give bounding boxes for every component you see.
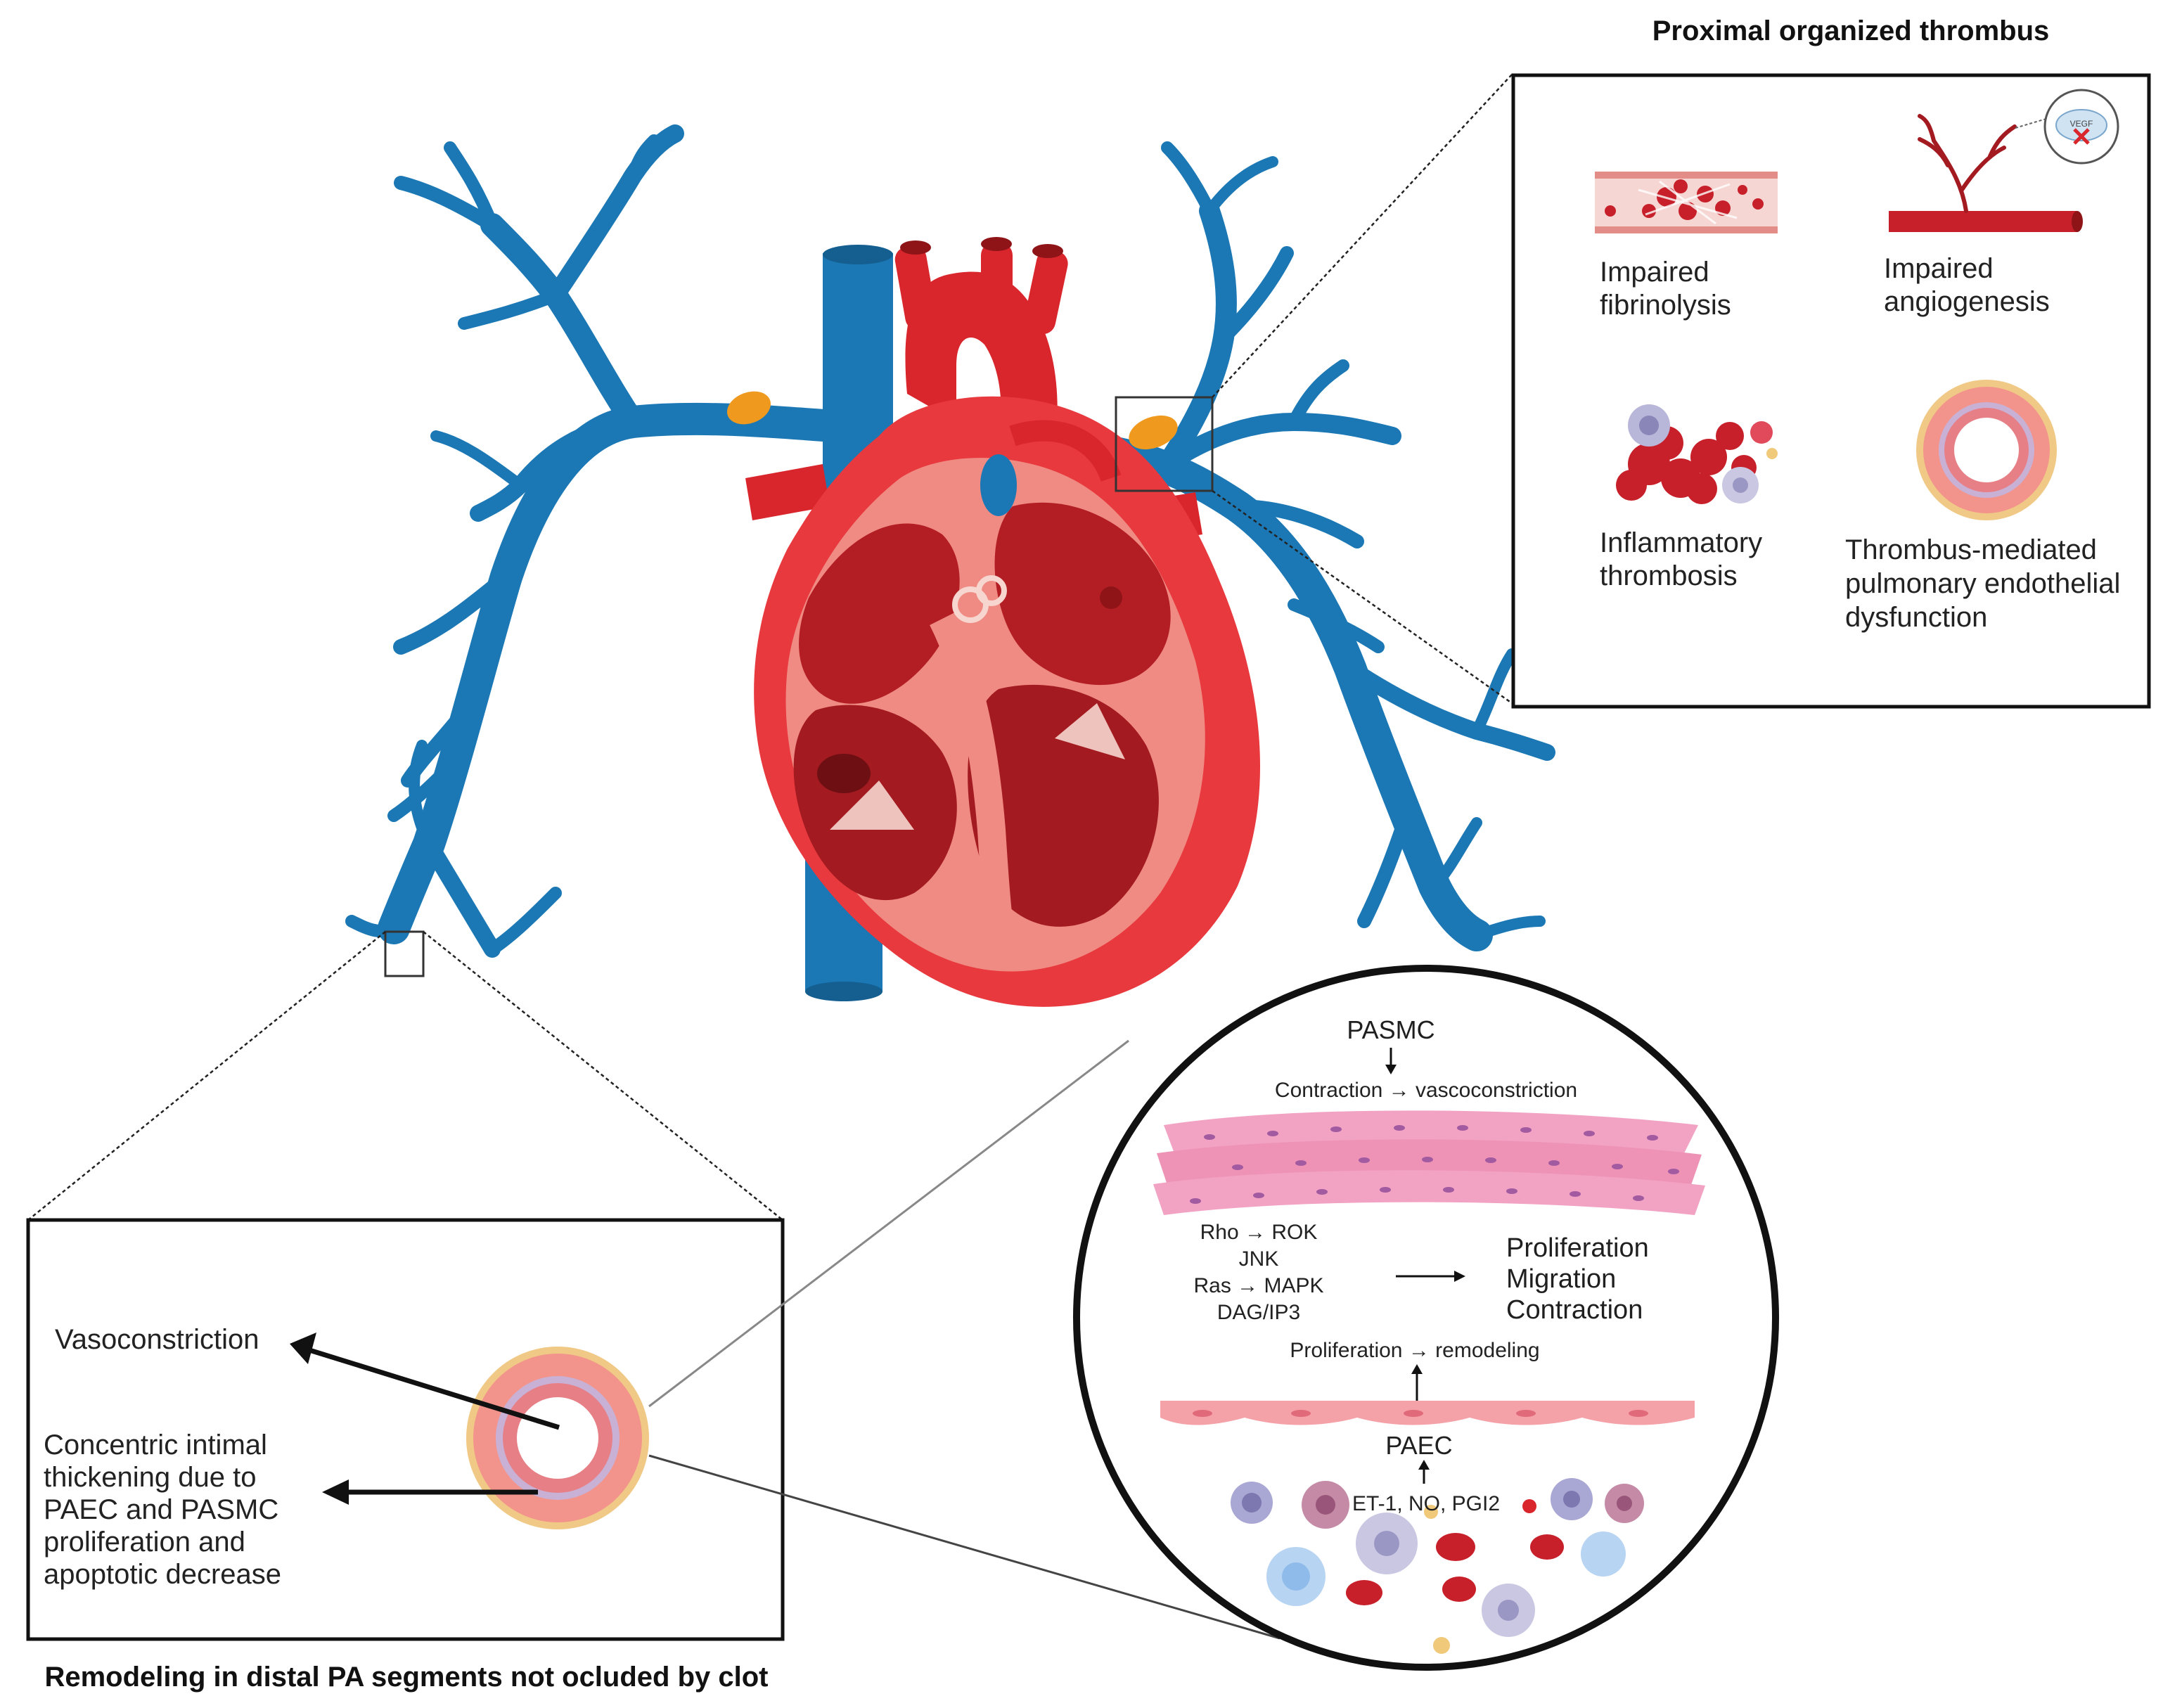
label-inflammatory-thrombosis-2: thrombosis: [1600, 560, 1738, 591]
label-thickening-1: Concentric intimal: [44, 1430, 267, 1460]
endothelial-dysfunction-icon: [1916, 380, 2057, 520]
label-outcome-contraction: Contraction: [1506, 1295, 1643, 1325]
label-pasmc: PASMC: [1347, 1015, 1434, 1044]
blood-cells: [1231, 1478, 1644, 1654]
label-impaired-angiogenesis-2: angiogenesis: [1884, 286, 2050, 317]
magnified-circle-frame: [1073, 965, 1779, 1671]
label-endothelial-3: dysfunction: [1845, 602, 1987, 633]
label-outcome-migration: Migration: [1506, 1264, 1616, 1294]
label-endothelial-1: Thrombus-mediated: [1845, 534, 2097, 565]
right-atrium: [799, 523, 960, 704]
label-signal-jnk: JNK: [1239, 1247, 1279, 1271]
label-contraction: Contraction → vascoconstriction: [1275, 1079, 1577, 1102]
label-impaired-angiogenesis-1: Impaired: [1884, 253, 1994, 284]
label-thickening-2: thickening due to: [44, 1462, 256, 1493]
connector-upper: [648, 1039, 1129, 1408]
label-paec: PAEC: [1385, 1431, 1452, 1460]
title-distal: Remodeling in distal PA segments not ocl…: [44, 1662, 768, 1693]
zoom-marker-distal: [384, 930, 425, 977]
title-proximal: Proximal organized thrombus: [1652, 15, 2050, 46]
magnified-circle: PASMC Contraction → vascoconstriction Rh…: [1073, 965, 1779, 1671]
vegf-badge-label: VEGF: [2070, 119, 2093, 129]
label-mediators: ET-1, NO, PGI2: [1352, 1492, 1500, 1515]
distal-panel-frame: [26, 1218, 785, 1641]
angiogenesis-icon: VEGF: [1889, 89, 2119, 232]
label-thickening-4: proliferation and: [44, 1527, 245, 1558]
smooth-muscle-layer: [1153, 1110, 1705, 1215]
proximal-panel-frame: [1511, 73, 2151, 709]
clot-left: [727, 391, 771, 425]
label-remodeling: Proliferation → remodeling: [1290, 1339, 1539, 1362]
clot-right: [1129, 415, 1178, 450]
distal-arrows: [290, 1333, 560, 1505]
endothelial-layer: [1160, 1401, 1695, 1425]
left-atrium: [994, 502, 1171, 686]
label-thickening-3: PAEC and PASMC: [44, 1494, 278, 1525]
pulmonary-artery-tree: [345, 124, 1555, 958]
zoom-marker-proximal: [1115, 396, 1214, 492]
label-signal-ras: Ras → MAPK: [1193, 1274, 1323, 1297]
label-signal-rho: Rho → ROK: [1200, 1221, 1318, 1244]
label-endothelial-2: pulmonary endothelial: [1845, 568, 2120, 599]
label-vasoconstriction: Vasoconstriction: [55, 1324, 259, 1355]
inflammatory-thrombosis-icon: [1616, 404, 1778, 504]
clot-markers: [727, 391, 1178, 450]
heart-illustration: [745, 237, 1261, 1007]
distal-vessel-cross-section: [466, 1347, 649, 1529]
connector-lower: [648, 1454, 1281, 1640]
fibrinolysis-icon: [1595, 172, 1778, 233]
zoom-lines: [27, 74, 1513, 1221]
label-impaired-fibrinolysis-2: fibrinolysis: [1600, 290, 1731, 321]
label-signal-dag: DAG/IP3: [1217, 1301, 1300, 1324]
label-outcome-proliferation: Proliferation: [1506, 1233, 1649, 1263]
label-impaired-fibrinolysis-1: Impaired: [1600, 257, 1709, 288]
label-thickening-5: apoptotic decrease: [44, 1559, 281, 1590]
label-inflammatory-thrombosis-1: Inflammatory: [1600, 527, 1762, 558]
